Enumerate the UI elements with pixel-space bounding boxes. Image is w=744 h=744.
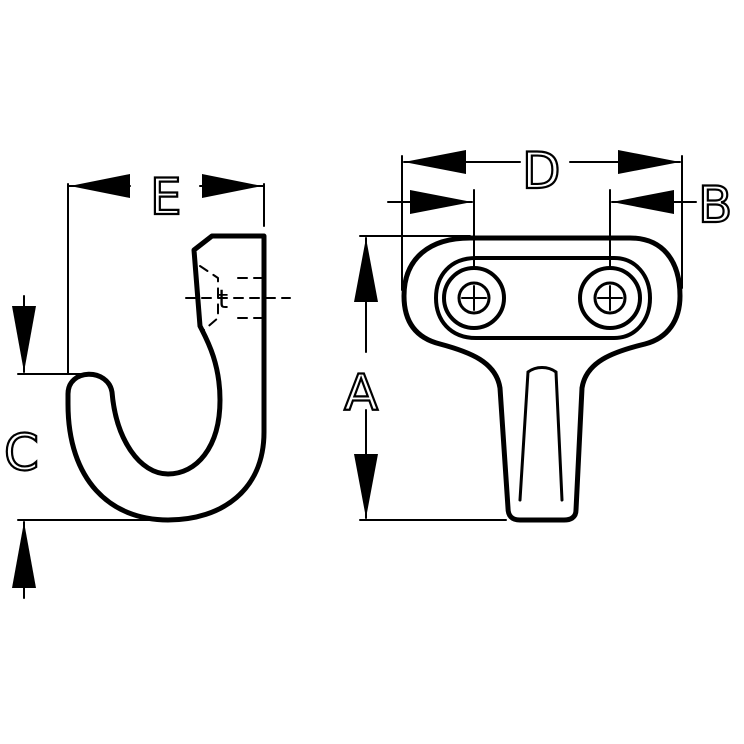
- center-pad: [434, 256, 652, 340]
- arrow-d-right: [618, 150, 680, 174]
- label-e: E: [150, 168, 182, 226]
- front-outline: [401, 235, 683, 523]
- arrow-c-top: [12, 306, 36, 372]
- label-c: C: [4, 424, 39, 482]
- arm-groove: [518, 366, 564, 502]
- arrow-d-left: [404, 150, 466, 174]
- dimension-a: [359, 235, 507, 521]
- arrow-e-left: [70, 174, 130, 198]
- label-t: t: [218, 285, 228, 315]
- label-b: B: [698, 176, 732, 234]
- hook-side-outline: [65, 233, 267, 523]
- arrow-c-bottom: [12, 522, 36, 588]
- screw-hole-left: [442, 266, 506, 330]
- arrow-a-top: [354, 238, 378, 302]
- arrow-a-bottom: [354, 454, 378, 518]
- arrow-b-left: [410, 190, 472, 214]
- hook-side-view: [65, 233, 291, 523]
- hidden-hole-lines: [185, 265, 291, 331]
- arrow-b-right: [612, 190, 674, 214]
- screw-hole-right: [578, 266, 642, 330]
- label-d: D: [522, 142, 561, 200]
- arrow-e-right: [202, 174, 262, 198]
- label-a: A: [344, 364, 378, 422]
- hook-front-view: [401, 235, 683, 523]
